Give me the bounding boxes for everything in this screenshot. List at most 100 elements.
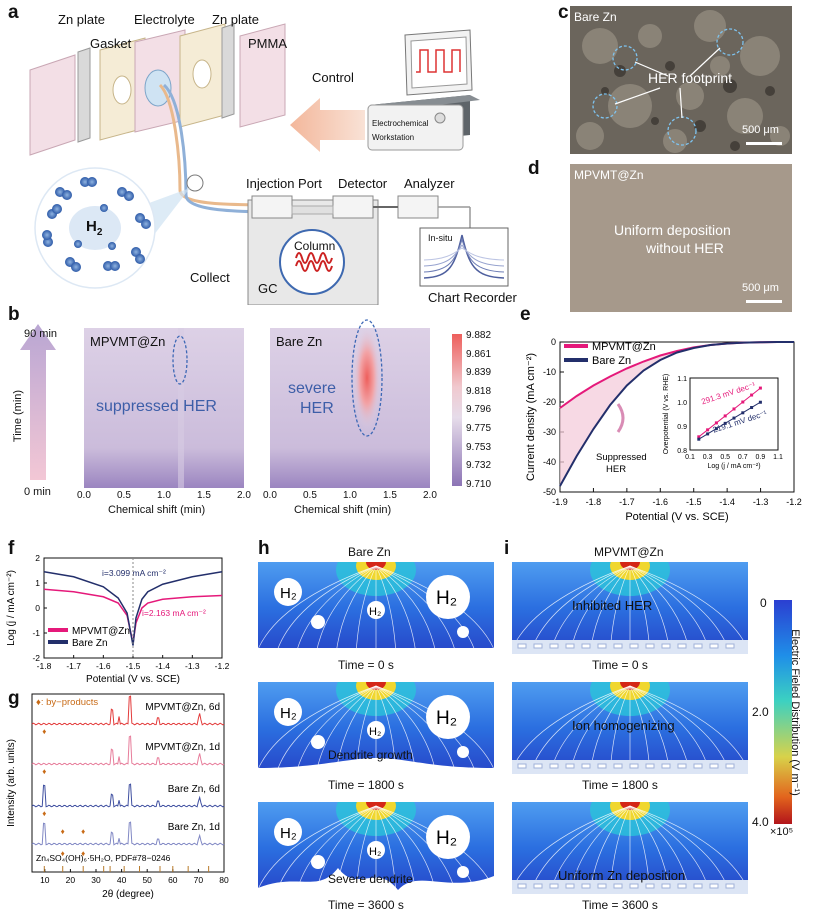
- field-line: [315, 565, 377, 654]
- deposit-block: [597, 763, 607, 769]
- x-tick-label: 40: [117, 875, 127, 885]
- deposit-block: [565, 763, 575, 769]
- tafel-line: [43, 571, 223, 646]
- deposit-block: [629, 643, 639, 649]
- deposit-block: [533, 643, 543, 649]
- deposit-block: [613, 643, 623, 649]
- control-label: Control: [312, 70, 354, 85]
- x-tick-label: -1.8: [37, 661, 52, 671]
- inset-y-tick: 0.9: [677, 424, 687, 431]
- field-line: [375, 685, 437, 774]
- heatmap-xtick: 1.0: [343, 490, 357, 501]
- colorbar-tick: 9.796: [466, 404, 492, 416]
- x-tick-label: -1.8: [586, 497, 602, 507]
- deposit-block: [549, 763, 559, 769]
- deposit-block: [565, 643, 575, 649]
- h2-bubble: [311, 735, 325, 749]
- xrd-series-label: Bare Zn, 6d: [168, 784, 220, 795]
- h2-bubble: [426, 815, 470, 859]
- zn-plate-right-label: Zn plate: [212, 12, 259, 27]
- field-line: [275, 565, 377, 654]
- sim-time-label: Time = 1800 s: [582, 778, 658, 792]
- h2-label: H₂: [436, 588, 457, 609]
- exchange-current-mpvmt: i=2.163 mA cm⁻²: [142, 608, 206, 618]
- h2-label: H₂: [280, 585, 297, 602]
- heatmap-xtick: 0.5: [303, 490, 317, 501]
- inset-y-tick: 0.8: [677, 448, 687, 455]
- detector-label: Detector: [338, 176, 388, 191]
- y-tick-label: -40: [543, 457, 556, 467]
- deposit-block: [581, 883, 591, 889]
- injection-port-label: Injection Port: [246, 176, 322, 191]
- heatmap-left-note: suppressed HER: [96, 398, 217, 415]
- inset-x-label: Log (j / mA cm⁻²): [707, 463, 760, 470]
- xrd-series-label: Bare Zn, 1d: [168, 822, 220, 833]
- y-tick-label: -20: [543, 397, 556, 407]
- inset-y-label: Overpotential (V vs. RHE): [663, 374, 670, 455]
- heatmap-xtick: 1.0: [157, 490, 171, 501]
- inset-x-tick: 0.3: [703, 454, 713, 461]
- deposit-block: [533, 883, 543, 889]
- sim-field-svg: [512, 802, 748, 894]
- xrd-pattern: [31, 821, 225, 846]
- h2-bubble: [457, 626, 469, 638]
- mpvmt-zn-micrograph: MPVMT@Zn Uniform deposition without HER …: [570, 164, 792, 312]
- deposit-block: [661, 763, 671, 769]
- h2-label: H₂: [280, 825, 297, 842]
- byproduct-marker: ♦: [42, 809, 46, 818]
- column-label: Column: [294, 239, 336, 253]
- suppressed-annotation: HER: [606, 464, 626, 475]
- sim-note: Uniform Zn deposition: [558, 868, 686, 883]
- h2-bubble: [457, 746, 469, 758]
- gc-label: GC: [258, 281, 278, 296]
- h2-label: H₂: [280, 705, 297, 722]
- suppressed-arrow: [616, 403, 625, 433]
- xrd-pattern: [31, 695, 225, 726]
- deposit-block: [677, 643, 687, 649]
- inset-point: [758, 386, 762, 390]
- xrd-series-label: MPVMT@Zn, 6d: [145, 702, 220, 713]
- y-tick-label: 0: [35, 603, 40, 613]
- y-tick-label: -10: [543, 367, 556, 377]
- field-line: [275, 685, 377, 774]
- field-line: [335, 565, 377, 654]
- deposit-block: [549, 643, 559, 649]
- field-cb-multiplier: ×10⁵: [770, 826, 794, 838]
- y-axis-label: Intensity (arb. units): [6, 739, 17, 827]
- inset-point: [758, 400, 762, 404]
- panel-letter-i: i: [504, 538, 510, 559]
- inset-point: [732, 407, 736, 411]
- field-line: [295, 685, 377, 774]
- panel-f-chart: -1.8-1.7-1.6-1.5-1.4-1.3-1.2210-1-2Poten…: [6, 553, 230, 685]
- inset-point: [714, 427, 718, 431]
- time-axis-label: Time (min): [12, 389, 25, 443]
- y-tick-label: -2: [32, 653, 40, 663]
- field-cb-tick-2: 4.0: [752, 815, 769, 829]
- x-tick-label: -1.4: [155, 661, 170, 671]
- sim-note: Ion homogenizing: [572, 718, 675, 733]
- pmma-label: PMMA: [248, 36, 287, 51]
- h2-bubble: [426, 695, 470, 739]
- deposit-block: [709, 883, 719, 889]
- sim-note: Severe dendrite: [328, 872, 413, 886]
- zn-surface: [258, 758, 494, 774]
- x-tick-label: -1.4: [719, 497, 735, 507]
- xrd-series-label: MPVMT@Zn, 1d: [145, 742, 220, 753]
- uniform-deposition-label-2: without HER: [646, 240, 724, 256]
- cell-stack: [29, 23, 286, 156]
- h2-label: H₂: [369, 726, 381, 738]
- electrolyte-label: Electrolyte: [134, 12, 195, 27]
- heatmap-xtick: 0.5: [117, 490, 131, 501]
- deposit-block: [709, 763, 719, 769]
- x-tick-label: -1.5: [686, 497, 702, 507]
- panel-letter-b: b: [8, 304, 20, 325]
- colorbar-tick: 9.710: [466, 478, 492, 490]
- x-tick-label: -1.2: [786, 497, 802, 507]
- deposit-block: [693, 763, 703, 769]
- panel_i-frame-1: Ion homogenizing: [512, 682, 748, 774]
- heatmap-right-note-2: HER: [300, 400, 334, 417]
